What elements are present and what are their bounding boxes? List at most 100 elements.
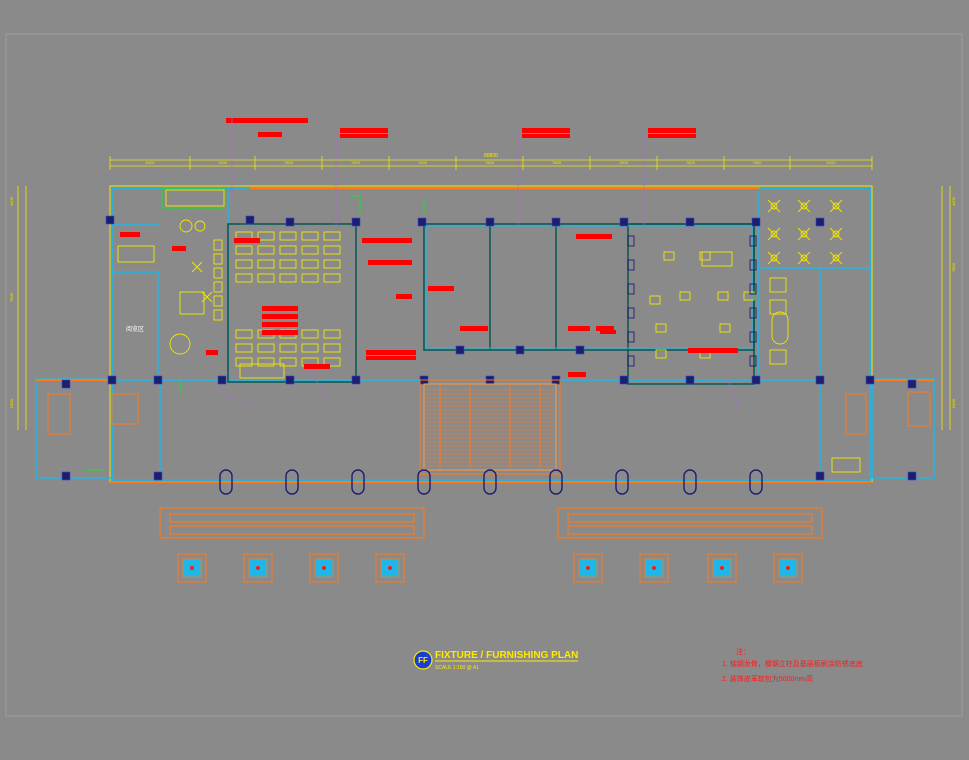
- callout-bar: [366, 350, 416, 355]
- square-column-icon: [285, 375, 295, 385]
- reading-table: [235, 357, 253, 367]
- top-dimension-label: 7800: [418, 160, 428, 165]
- exhibit-block: [655, 349, 667, 359]
- cafe-booth: [769, 299, 787, 315]
- cafe-booth: [769, 277, 787, 293]
- planter-pot-center: [322, 566, 326, 570]
- wall-display: [749, 283, 757, 295]
- square-column-icon: [351, 375, 361, 385]
- callout-bar: [226, 118, 308, 123]
- cafe-table: [797, 251, 811, 265]
- reading-table: [257, 231, 275, 241]
- leader-lines: [213, 118, 741, 411]
- callout-bar: [262, 330, 298, 335]
- display-stand: [701, 251, 733, 267]
- reading-table: [257, 245, 275, 255]
- callout-bar: [688, 348, 738, 353]
- cafe-table-center: [800, 230, 808, 238]
- callout-bar: [262, 322, 298, 327]
- reading-tables: [213, 231, 341, 367]
- top-dimension-label: 7800: [284, 160, 294, 165]
- exterior-walls: [35, 185, 935, 483]
- exhibit-block: [649, 295, 661, 305]
- cafe-booth: [769, 349, 787, 365]
- planter-pot-outer: [639, 553, 669, 583]
- stair-treads: [426, 389, 554, 467]
- square-column-icon: [619, 375, 629, 385]
- square-column-icon: [107, 375, 117, 385]
- callout-bar: [648, 128, 696, 133]
- callout-bar: [576, 234, 612, 239]
- square-column-icon: [619, 217, 629, 227]
- reading-table: [279, 231, 297, 241]
- square-column-icon: [685, 375, 695, 385]
- square-column-icon: [455, 345, 465, 355]
- callout-bar: [304, 364, 330, 369]
- reading-table: [301, 343, 319, 353]
- top-dimension-chain: [109, 156, 873, 170]
- cafe-table-center: [832, 254, 840, 262]
- cafe-table: [829, 199, 843, 213]
- room-label-reading: 阅览区: [126, 325, 144, 333]
- note-2: 2. 装饰皮革软包为5000mm高: [722, 674, 813, 683]
- square-column-icon: [153, 375, 163, 385]
- square-column-icon: [105, 215, 115, 225]
- reading-table: [257, 343, 275, 353]
- callout-bar: [368, 260, 412, 265]
- planter-pot-center: [388, 566, 392, 570]
- chair: [213, 239, 223, 251]
- reading-table: [323, 357, 341, 367]
- lounge-seating: [117, 189, 285, 379]
- right-dim-3: 5400: [951, 398, 956, 408]
- top-dimension-label: 7800: [351, 160, 361, 165]
- cafe-table-center: [832, 230, 840, 238]
- exhibit-block: [699, 251, 711, 261]
- square-column-icon: [551, 217, 561, 227]
- left-dimension-chain: [17, 186, 27, 430]
- reading-table: [257, 273, 275, 283]
- wall-display: [627, 283, 635, 295]
- square-column-icon: [351, 217, 361, 227]
- callout-bar: [340, 134, 388, 138]
- exhibit-block: [679, 291, 691, 301]
- planter-pot-center: [190, 566, 194, 570]
- callout-bar: [366, 356, 416, 360]
- reading-table: [279, 343, 297, 353]
- partition-accents: [425, 225, 753, 349]
- wall-display: [627, 259, 635, 271]
- chair: [213, 267, 223, 279]
- callout-bar: [568, 372, 586, 377]
- reading-table: [323, 329, 341, 339]
- reading-table: [235, 343, 253, 353]
- planter-pot-outer: [773, 553, 803, 583]
- reading-table: [323, 273, 341, 283]
- top-dimension-label: 5400: [146, 160, 156, 165]
- lounge-sofa: [771, 311, 789, 345]
- square-column-icon: [285, 217, 295, 227]
- reading-table: [323, 259, 341, 269]
- reading-table: [235, 245, 253, 255]
- top-dimension-label: 7800: [552, 160, 562, 165]
- square-column-icon: [815, 217, 825, 227]
- callout-bar: [522, 128, 570, 133]
- reading-table: [279, 259, 297, 269]
- cafe-table-center: [800, 254, 808, 262]
- left-dim-2: 7800: [9, 292, 14, 302]
- square-column-icon: [153, 471, 163, 481]
- title-badge: FF: [418, 656, 428, 665]
- reading-table: [323, 245, 341, 255]
- exhibit-block: [717, 291, 729, 301]
- exhibit-block: [743, 291, 755, 301]
- callout-bar: [362, 238, 412, 243]
- square-column-icon: [61, 471, 71, 481]
- cafe-table-center: [770, 202, 778, 210]
- callout-bar: [596, 326, 614, 331]
- annotation-callouts: [120, 118, 738, 377]
- right-dim-2: 7800: [951, 262, 956, 272]
- cafe-table: [797, 227, 811, 241]
- note-1: 1. 轴钢龙骨，檀钢立柱及基层板刷涂防锈底底: [722, 659, 863, 668]
- square-column-icon: [815, 375, 825, 385]
- cafe-table: [797, 199, 811, 213]
- reading-table: [301, 245, 319, 255]
